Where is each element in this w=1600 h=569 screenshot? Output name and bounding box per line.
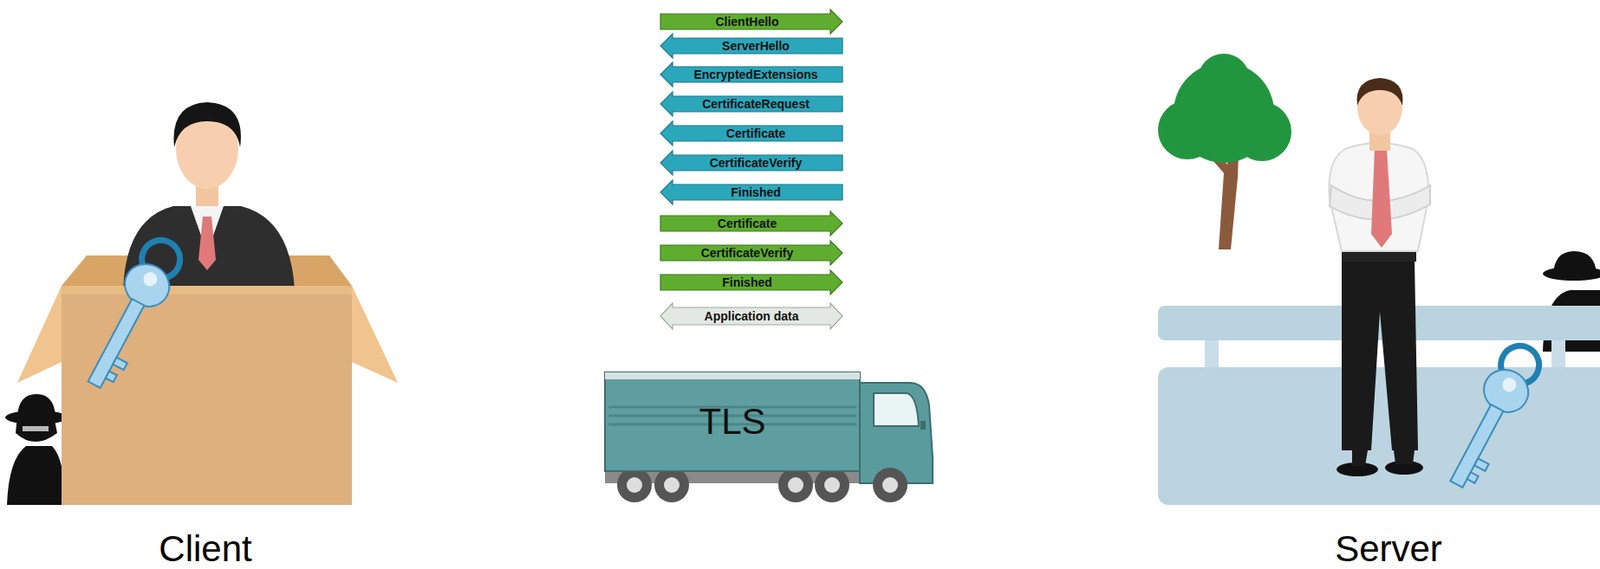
message-arrow: Certificate [660,121,843,146]
bench [1157,305,1600,506]
arrow-shape [660,270,843,295]
wheel [617,468,652,503]
wheel-hub [663,477,680,494]
truck-cab [859,383,933,484]
arrow-shape [660,91,843,117]
arrow-shape [660,121,843,146]
arrow-shape [660,211,843,236]
tie [1371,149,1392,248]
key-tooth [1467,472,1479,484]
hair [1357,78,1404,106]
message-arrow: ClientHello [660,9,843,34]
wheel-hub [882,477,898,494]
message-arrow: Finished [660,270,843,295]
cargo-box [604,372,860,472]
arrow-shape [660,180,843,205]
cargo-roof [604,372,860,380]
tree [1157,53,1292,250]
client-person [123,102,295,291]
tree-foliage [1232,102,1292,162]
node-text: Certificate [660,211,843,236]
truck-mirror [920,421,926,430]
message-arrow: Certificate [660,211,843,236]
key-icon [74,232,190,397]
message-arrow: ServerHello [660,33,843,59]
key-hole [141,270,161,290]
truck-cargo: TLS [604,372,860,472]
spy-hat [17,394,56,417]
spy-body [6,446,66,506]
party-label: Client [158,528,252,569]
node-text: CertificateRequest [660,91,843,117]
truck-window [873,393,919,427]
bench-post [1204,340,1219,368]
wheel [778,468,814,503]
key-tooth [112,357,128,371]
node-text: Finished [660,270,843,295]
wheel-hub [824,477,840,494]
bench-post [1551,340,1566,368]
box-rim [61,286,352,295]
key-tooth [105,371,118,384]
key-shaft [1450,404,1503,488]
node-text: Finished [660,180,843,205]
wheel [872,468,908,503]
tie [198,216,216,271]
party-label: Server [1334,528,1443,569]
message-arrow: EncryptedExtensions [660,62,843,87]
leg [1352,450,1368,467]
message-arrow: Finished [660,180,843,205]
trousers [1341,260,1418,451]
box-front [61,286,352,506]
node-text: TLS [604,372,860,472]
arrow-shape [660,303,843,330]
wheel-hub [626,477,643,494]
spy-figure [5,394,68,506]
node-text: CertificateVerify [660,150,843,176]
server-person [1328,78,1431,477]
suit [123,206,295,291]
spy-hat [1553,251,1597,274]
box-flap [351,286,398,384]
message-arrow: CertificateVerify [660,150,843,176]
key-icon [1436,338,1548,496]
tree-foliage [1157,100,1217,160]
arrow-shape [660,150,843,176]
arrow-shape [660,9,843,34]
node-text: CertificateVerify [660,240,843,266]
node-text: EncryptedExtensions [660,62,843,87]
key-shaft [88,299,145,389]
data-arrow: Application data [660,303,843,330]
message-arrow: CertificateVerify [660,240,843,266]
wheel [814,468,850,503]
wheel-hub [787,477,804,494]
message-arrow: CertificateRequest [660,91,843,117]
arrow-shape [660,240,843,266]
hair [173,102,241,148]
wheel [654,468,690,503]
key-tooth [1474,458,1490,472]
node-text: ClientHello [660,9,843,34]
key-hole [1500,376,1520,396]
leg [1393,450,1415,465]
box-flap [17,286,62,384]
key-bow [1476,362,1535,421]
tree-foliage [1197,53,1250,106]
bench-block [1157,367,1600,506]
node-text: ServerHello [660,33,843,59]
node-text: Application data [660,303,843,330]
node-text: Certificate [660,121,843,146]
key-bow [117,256,176,315]
spy-glasses [22,426,49,432]
arrow-shape [660,33,843,59]
arrow-shape [660,62,843,87]
